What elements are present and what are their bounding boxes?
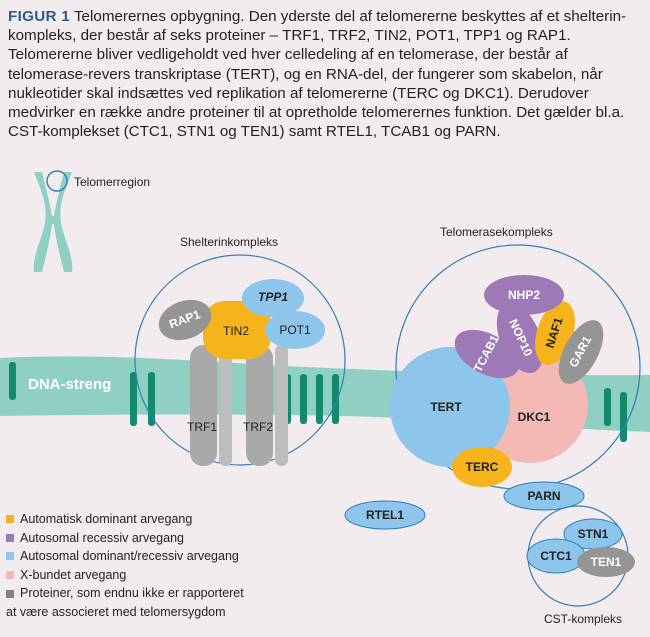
nhp2-protein [484,275,564,315]
tert-protein [390,347,510,467]
pot1-label: POT1 [279,323,311,337]
telomerase-title: Telomerasekompleks [440,225,553,239]
legend-continuation: at være associeret med telomersygdom [6,604,226,619]
nhp2-label: NHP2 [508,288,540,302]
chromosome-icon [33,172,73,272]
tert-label: TERT [430,400,462,414]
trf2-protein [246,345,288,466]
tin2-protein [203,301,271,359]
cst-title: CST-kompleks [544,612,622,626]
shelterin-title: Shelterinkompleks [180,235,278,249]
legend-label: Automatisk dominant arvegang [20,512,193,526]
dkc1-label: DKC1 [518,410,551,424]
figure-caption: FIGUR 1 Telomerernes opbygning. Den yder… [8,7,646,141]
legend-swatch-blue [6,552,14,561]
nop10-protein [496,302,544,374]
pot1-protein [265,311,325,349]
ctc1-label: CTC1 [540,549,572,563]
legend: Automatisk dominant arvegang Autosomal r… [6,510,244,622]
legend-label: X-bundet arvegang [20,567,127,582]
caption-text: Telomerernes opbygning. Den yderste del … [8,8,627,141]
ten1-protein [577,547,635,577]
parn-label: PARN [527,489,560,503]
legend-swatch-purple [6,533,14,542]
terc-label: TERC [466,460,499,474]
gar1-protein [558,320,604,384]
dna-marks [9,362,627,442]
trf1-label: TRF1 [187,420,217,434]
rap1-protein [158,299,212,341]
tpp1-label: TPP1 [258,290,288,304]
legend-label: Proteiner, som endnu ikke er rapporteret [20,586,244,601]
tpp1-protein [242,279,304,317]
terc-protein [452,447,512,487]
parn-protein [503,481,585,511]
ten1-label: TEN1 [591,555,622,569]
legend-label: Autosomal recessiv arvegang [20,530,184,545]
rtel1-protein [344,500,426,530]
tin2-label: TIN2 [223,324,249,338]
legend-item: Autosomal recessiv arvegang [6,529,244,548]
legend-swatch-pink [6,571,14,580]
legend-swatch-gray [6,589,14,598]
telomere-region-label: Telomerregion [74,175,150,189]
legend-item: X-bundet arvegang [6,566,244,585]
stn1-label: STN1 [578,527,609,541]
shelterin-outline [134,254,346,466]
dna-strand-label: DNA-streng [28,376,111,393]
legend-label: Autosomal dominant/recessiv arvegang [20,549,239,564]
legend-item: Proteiner, som endnu ikke er rapporteret [6,584,244,603]
trf1-protein [190,345,232,466]
telomere-region-circle [46,170,68,192]
figure-label: FIGUR 1 [8,8,71,25]
trf2-label: TRF2 [243,420,273,434]
rtel1-label: RTEL1 [366,508,404,522]
legend-swatch-yellow [6,515,14,524]
legend-item: Autosomal dominant/recessiv arvegang [6,547,244,566]
legend-item: Automatisk dominant arvegang [6,510,244,529]
